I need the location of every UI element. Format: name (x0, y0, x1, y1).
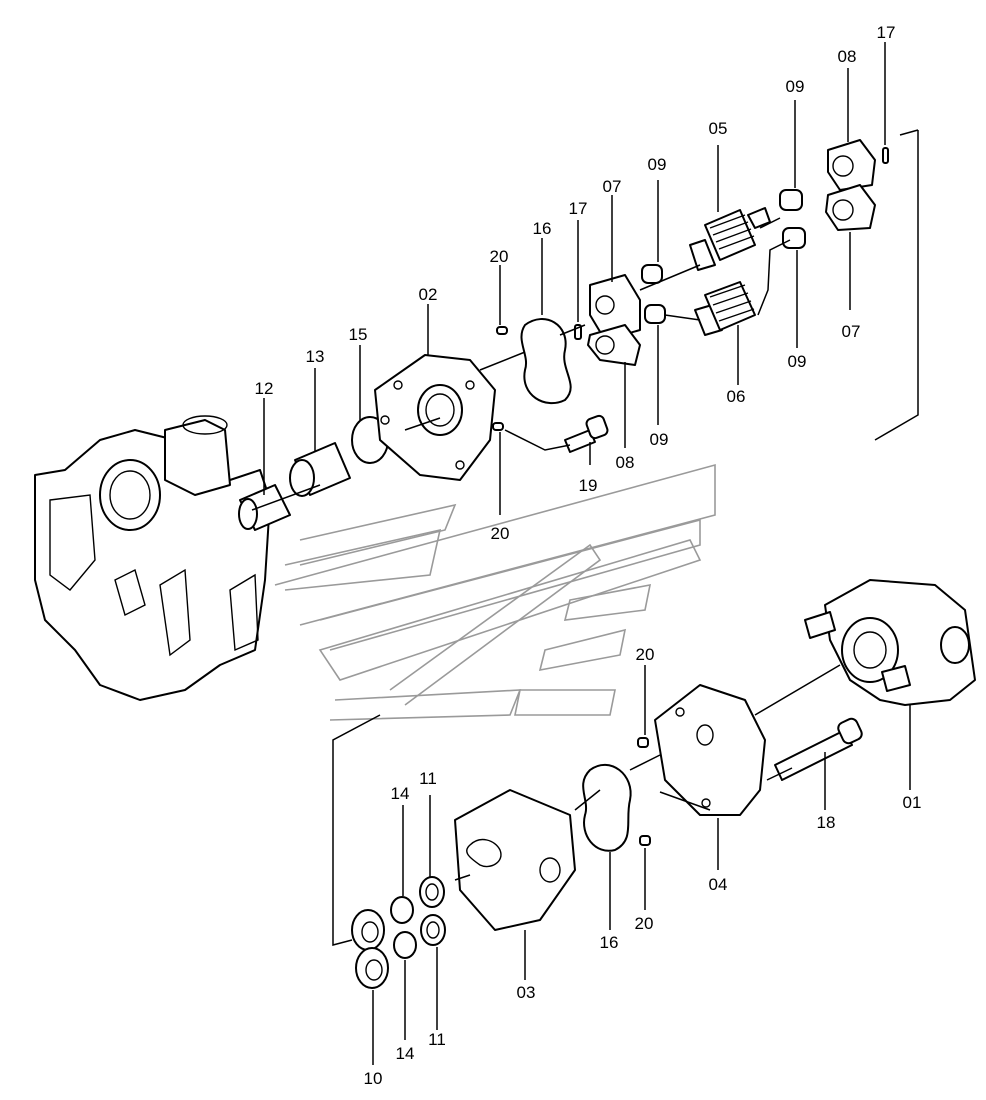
callout-20: 20 (635, 914, 654, 933)
part-08-07-top-blocks (825, 139, 876, 231)
part-01-pump-body (804, 579, 976, 706)
callout-09: 09 (650, 430, 669, 449)
part-19-bolt (564, 414, 609, 453)
part-13-bushing (289, 442, 351, 497)
part-20-pin-a (496, 326, 508, 335)
callout-07: 07 (842, 322, 861, 341)
part-09-bushing-a (641, 264, 663, 284)
callout-14: 14 (396, 1044, 415, 1063)
callout-20: 20 (491, 524, 510, 543)
callout-02: 02 (419, 285, 438, 304)
callout-08: 08 (616, 453, 635, 472)
callout-04: 04 (709, 875, 728, 894)
part-20-pin-d (639, 835, 651, 846)
part-16-gasket-upper (520, 318, 572, 405)
callout-06: 06 (727, 387, 746, 406)
part-09-bushing-c (779, 189, 803, 211)
main-housing (34, 415, 271, 701)
callout-18: 18 (817, 813, 836, 832)
watermark-logo (274, 463, 716, 721)
part-06-driven-gear (694, 281, 756, 336)
callout-13: 13 (306, 347, 325, 366)
callout-09: 09 (786, 77, 805, 96)
part-12-sleeve (238, 484, 291, 531)
leader-lines (251, 42, 919, 1065)
callout-20: 20 (490, 247, 509, 266)
part-03-gear-housing (454, 789, 576, 931)
callout-09: 09 (648, 155, 667, 174)
part-14-o-ring-a (390, 896, 414, 924)
part-14-o-ring-b (393, 931, 417, 959)
part-09-bushing-d (782, 227, 806, 249)
part-17-pin-b (882, 147, 889, 164)
callout-05: 05 (709, 119, 728, 138)
part-11-seals (419, 876, 446, 946)
part-20-pin-b (492, 422, 504, 431)
callout-10: 10 (364, 1069, 383, 1088)
part-02-cover-plate (374, 354, 496, 481)
part-16-gasket-lower (582, 763, 632, 852)
callout-07: 07 (603, 177, 622, 196)
callout-19: 19 (579, 476, 598, 495)
callout-11: 11 (428, 1030, 446, 1049)
callout-15: 15 (349, 325, 368, 344)
part-08-07-bearing-block (587, 274, 641, 366)
callout-16: 16 (600, 933, 619, 952)
part-18-long-bolt (774, 717, 863, 781)
callout-17: 17 (569, 199, 588, 218)
part-04-cover-plate (654, 684, 766, 816)
callout-01: 01 (903, 793, 922, 812)
callout-14: 14 (391, 784, 410, 803)
callout-labels: 17 08 09 05 09 07 17 16 20 02 15 13 12 0… (255, 23, 922, 1088)
callout-12: 12 (255, 379, 274, 398)
callout-09: 09 (788, 352, 807, 371)
part-09-bushing-b (644, 304, 666, 324)
callout-20: 20 (636, 645, 655, 664)
callout-11: 11 (419, 769, 437, 788)
callout-03: 03 (517, 983, 536, 1002)
callout-16: 16 (533, 219, 552, 238)
callout-08: 08 (838, 47, 857, 66)
part-10-washers (351, 909, 389, 989)
callout-17: 17 (877, 23, 896, 42)
part-20-pin-c (637, 737, 649, 748)
part-05-drive-gear (689, 207, 771, 271)
